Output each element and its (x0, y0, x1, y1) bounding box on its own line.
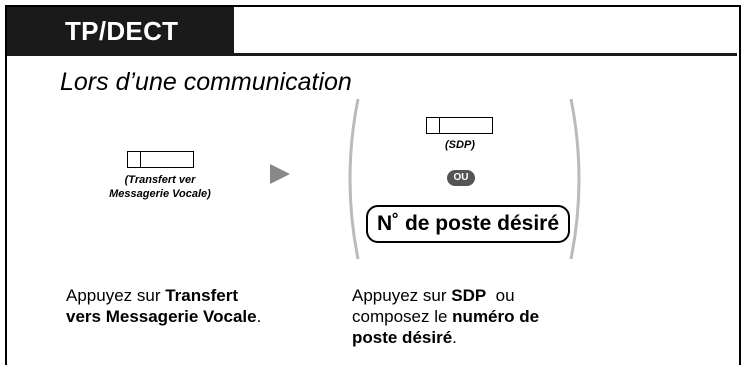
desc-text: Appuyez sur (352, 286, 452, 305)
desc-bold: vers Messagerie Vocale (66, 307, 257, 326)
voicemail-transfer-key-caption: (Transfert ver Messagerie Vocale) (80, 173, 240, 201)
desc-text: . (256, 307, 262, 326)
caption-line-1: (Transfert ver (124, 174, 196, 186)
right-parenthesis-icon (569, 98, 581, 260)
step2-description: Appuyez sur SDP ou composez le numéro de… (352, 285, 539, 348)
frame-edge (5, 355, 7, 365)
device-header: TP/DECT (7, 7, 234, 55)
extension-number-button: N˚ de poste désiré (366, 205, 570, 243)
step1-description: Appuyez sur Transfert vers Messagerie Vo… (66, 285, 261, 327)
condition-subtitle: Lors d’une communication (60, 68, 352, 96)
arrow-right-icon (270, 164, 290, 184)
desc-bold: numéro de (452, 307, 540, 326)
header-title: TP/DECT (65, 16, 179, 46)
desc-bold: SDP (451, 286, 487, 305)
desc-text: Appuyez sur (66, 286, 166, 305)
manual-frame (5, 5, 741, 365)
desc-text: . (452, 328, 457, 347)
left-parenthesis-icon (348, 98, 360, 260)
or-badge: OU (447, 170, 475, 186)
desc-text: ou (486, 286, 515, 305)
sdp-key-caption: (SDP) (445, 139, 475, 151)
voicemail-transfer-key-icon (127, 151, 194, 168)
desc-bold: Transfert (165, 286, 238, 305)
header-rule (7, 53, 737, 56)
caption-line-2: Messagerie Vocale) (109, 188, 211, 200)
sdp-key-icon (426, 117, 493, 134)
desc-text: composez le (352, 307, 453, 326)
desc-bold: poste désiré (352, 328, 453, 347)
